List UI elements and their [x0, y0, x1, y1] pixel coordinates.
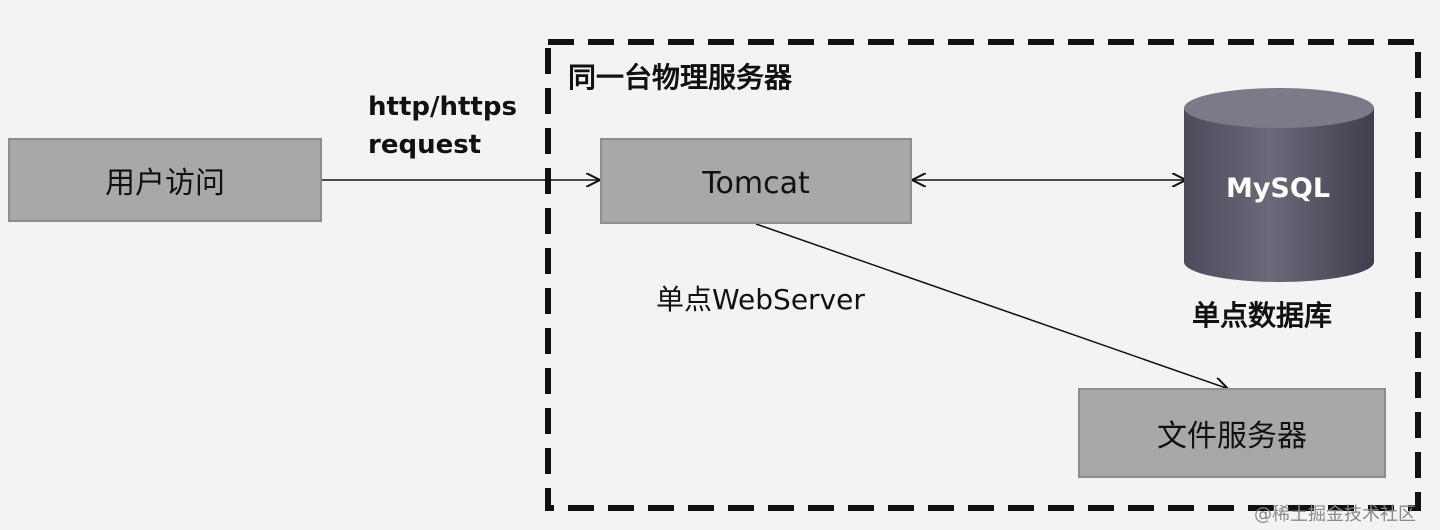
mysql-cylinder — [1184, 88, 1374, 282]
server-group-label: 同一台物理服务器 — [568, 61, 793, 94]
mysql-label: MySQL — [1225, 173, 1331, 204]
file-arrow — [755, 223, 1226, 388]
server-group-border — [545, 39, 1421, 511]
tomcat-box: Tomcat — [600, 138, 912, 224]
request-label-line1: http/https — [368, 92, 517, 122]
webserver-label: 单点WebServer — [656, 283, 865, 316]
request-label: http/https request — [368, 88, 517, 164]
request-label-line2: request — [368, 130, 482, 160]
database-label: 单点数据库 — [1192, 299, 1333, 332]
watermark: @稀土掘金技术社区 — [1254, 504, 1416, 525]
file-server-box: 文件服务器 — [1078, 388, 1386, 478]
user-access-box: 用户访问 — [8, 138, 322, 222]
